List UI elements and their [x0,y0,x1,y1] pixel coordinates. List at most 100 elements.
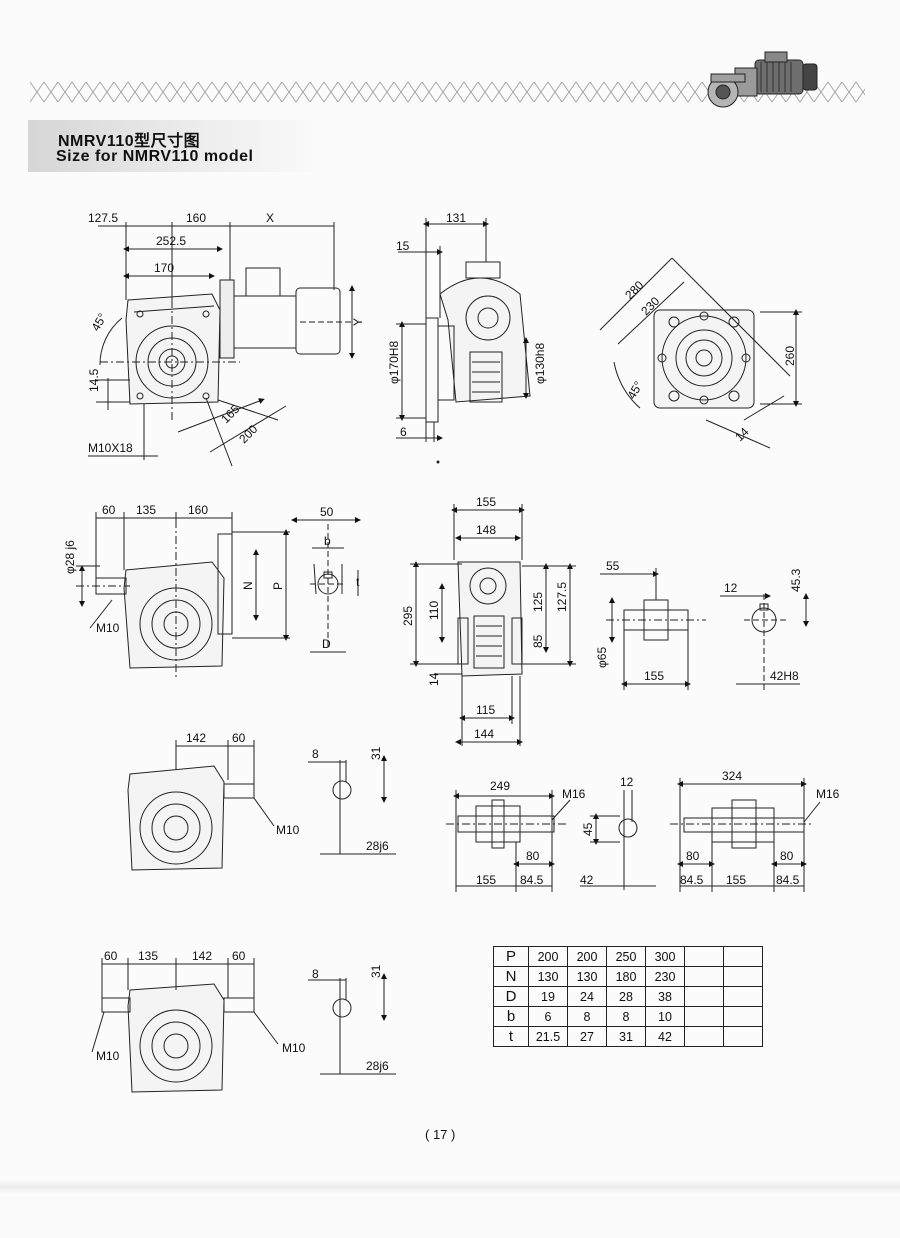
dim-28j6-bottom: 28j6 [366,1059,389,1073]
page-title-english: Size for NMRV110 model [56,148,254,165]
view13-double-output-shaft [670,778,821,892]
dim-142: 142 [186,731,206,745]
view2-side-view [396,218,531,464]
dim-155-side: 155 [476,495,496,509]
dim-6: 6 [400,425,407,439]
empty-cell [723,986,763,1007]
view10-shaft-section [308,755,396,855]
view6-side-flange-view [410,504,576,746]
dim-144: 144 [474,727,494,741]
row-label: N [493,966,529,987]
dim-45-3: 45.3 [789,568,803,592]
dim-135: 135 [136,503,156,517]
dim-125: 125 [531,592,545,612]
view4-input-shaft-view [76,512,290,680]
dim-115: 115 [476,703,495,717]
gear-motor-illustration [705,48,825,114]
dim-phi130h8: φ130h8 [533,343,547,384]
view8-hollow-section [720,593,809,690]
dim-m16: M16 [562,787,586,801]
dim-12-output: 12 [620,775,634,789]
view7-hollow-shaft [600,568,706,690]
table-cell: 24 [567,986,607,1007]
empty-cell [684,966,724,987]
dim-14-flange: 14 [732,425,752,445]
dim-249: 249 [490,779,510,793]
dim-324: 324 [722,769,742,783]
dim-x: X [266,211,274,225]
table-cell: 38 [645,986,685,1007]
dim-127-5: 127.5 [88,211,118,225]
dim-m10-output: M10 [276,823,300,837]
table-cell: 21.5 [528,1026,568,1047]
view11-single-output-shaft [446,790,571,892]
view1-gearbox-motor-front [88,222,355,467]
view14-double-input [91,958,279,1093]
dim-85: 85 [531,634,545,648]
view5-keyway-section [291,517,361,653]
dim-60-output: 60 [232,731,246,745]
page-number: ( 17 ) [425,1127,456,1142]
dim-14-5: 14.5 [87,368,101,392]
dim-260: 260 [783,346,797,366]
dim-60-left: 60 [104,949,118,963]
dim-15: 15 [396,239,410,253]
view3-flange-view [599,257,802,449]
table-cell: 250 [606,946,646,967]
page-title-chinese: NMRV110型尺寸图 [58,133,201,150]
dim-phi28j6: φ28 j6 [63,540,77,574]
dim-200: 200 [236,422,260,446]
empty-cell [684,1026,724,1047]
dim-131: 131 [446,211,466,225]
dim-phi65: φ65 [595,647,609,668]
dim-148: 148 [476,523,496,537]
table-cell: 10 [645,1006,685,1027]
dim-135-double: 135 [138,949,158,963]
dim-8-bottom: 8 [312,967,319,981]
table-cell: 200 [567,946,607,967]
dim-80-right: 80 [780,849,794,863]
table-cell: 200 [528,946,568,967]
dim-n: N [241,581,255,590]
dim-m10x18: M10X18 [88,441,133,455]
view9-single-output [127,740,275,871]
dim-42: 42 [580,873,594,887]
empty-cell [684,986,724,1007]
table-cell: 180 [606,966,646,987]
table-cell: 8 [567,1006,607,1027]
dim-170: 170 [154,261,174,275]
dim-295: 295 [401,606,415,626]
dim-252-5: 252.5 [156,234,186,248]
dim-31-bottom: 31 [369,964,383,978]
dim-80-left: 80 [686,849,700,863]
scan-edge-shadow [0,1180,900,1194]
dim-165: 165 [218,402,242,426]
title-background [28,120,328,172]
table-cell: 19 [528,986,568,1007]
dim-127-5-side: 127.5 [555,582,569,612]
table-cell: 130 [567,966,607,987]
dim-84-5-left: 84.5 [680,873,704,887]
dim-8: 8 [312,747,319,761]
dim-84-5-right: 84.5 [776,873,800,887]
dim-42h8: 42H8 [770,669,799,683]
dim-m10-right: M10 [282,1041,306,1055]
dim-155-output: 155 [476,873,496,887]
dim-142-double: 142 [192,949,212,963]
empty-cell [684,1006,724,1027]
table-cell: 230 [645,966,685,987]
table-cell: 28 [606,986,646,1007]
dim-80: 80 [526,849,540,863]
row-label: t [493,1026,529,1047]
empty-cell [723,1026,763,1047]
table-cell: 42 [645,1026,685,1047]
table-cell: 300 [645,946,685,967]
dim-50: 50 [320,505,334,519]
dim-p: P [271,582,285,590]
dim-m10-input: M10 [96,621,120,635]
view12-output-section [580,790,656,890]
